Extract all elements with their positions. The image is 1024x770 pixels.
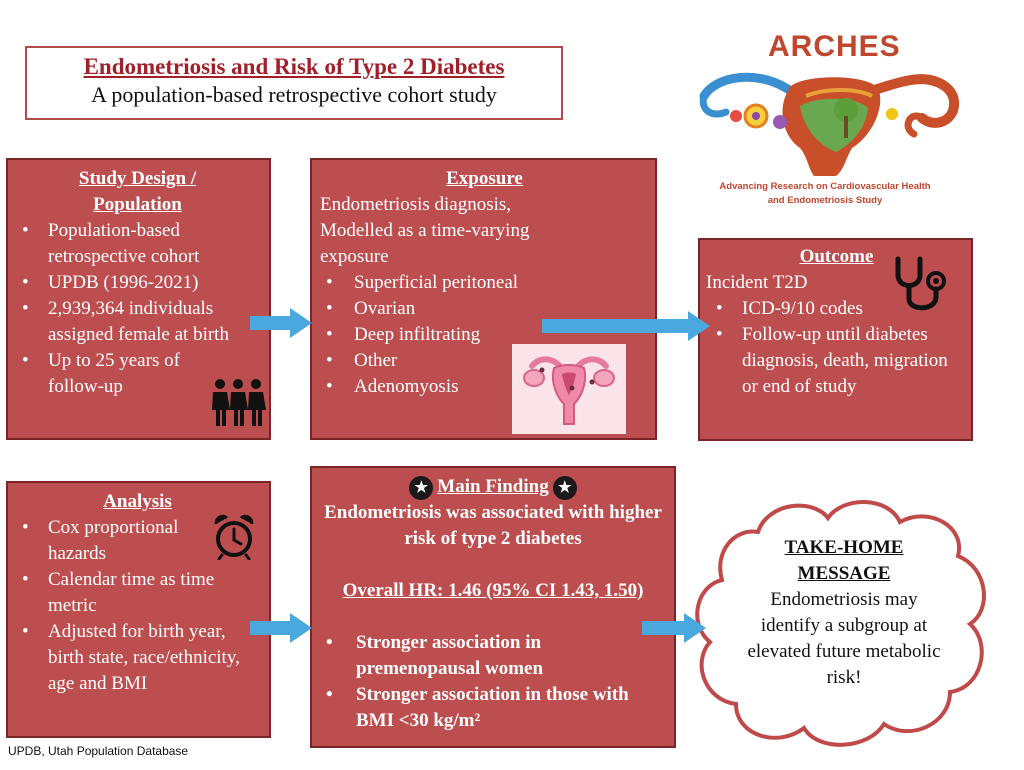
hazard-ratio: Overall HR: 1.46 (95% CI 1.43, 1.50) bbox=[342, 580, 644, 601]
list-item: Deep infiltrating bbox=[320, 322, 649, 348]
list-item: Ovarian bbox=[320, 296, 649, 322]
star-icon: ★ bbox=[552, 475, 577, 500]
exposure-list: Superficial peritoneal Ovarian Deep infi… bbox=[320, 270, 649, 400]
title-box: Endometriosis and Risk of Type 2 Diabete… bbox=[25, 46, 563, 120]
study-design-box: Study Design / Population Population-bas… bbox=[6, 158, 271, 440]
take-home-heading: TAKE-HOME MESSAGE bbox=[740, 535, 948, 587]
list-item: Adenomyosis bbox=[320, 374, 649, 400]
main-finding-box: ★Main Finding★ Endometriosis was associa… bbox=[310, 466, 676, 748]
logo-name: ARCHES bbox=[768, 30, 901, 63]
uterus-icon bbox=[523, 356, 615, 425]
list-item: UPDB (1996-2021) bbox=[10, 270, 265, 296]
main-finding-heading: ★Main Finding★ bbox=[318, 474, 668, 500]
exposure-intro-line1: Endometriosis diagnosis, bbox=[320, 194, 512, 215]
arrow-finding-to-message bbox=[642, 613, 706, 643]
list-item: ICD-9/10 codes bbox=[706, 296, 967, 322]
exposure-intro-line2: Modelled as a time-varying bbox=[320, 220, 530, 241]
study-design-heading-line1: Study Design / bbox=[78, 168, 197, 189]
take-home-heading-line1: TAKE-HOME bbox=[784, 537, 904, 558]
arrow-analysis-to-finding bbox=[250, 613, 312, 643]
arrow-exposure-to-outcome bbox=[542, 311, 710, 341]
stethoscope-icon bbox=[895, 256, 946, 311]
main-finding-list: Stronger association in premenopausal wo… bbox=[318, 630, 668, 734]
star-icon: ★ bbox=[409, 475, 434, 500]
logo-subtitle: Advancing Research on Cardiovascular Hea… bbox=[700, 180, 950, 208]
list-item: Cox proportional hazards bbox=[10, 515, 265, 567]
people-icon bbox=[212, 379, 266, 426]
study-design-heading: Study Design / Population bbox=[10, 166, 265, 218]
outcome-box: Outcome Incident T2D ICD-9/10 codes Foll… bbox=[698, 238, 973, 441]
list-item: Other bbox=[320, 348, 649, 374]
page-title: Endometriosis and Risk of Type 2 Diabete… bbox=[83, 54, 505, 79]
take-home-message: TAKE-HOME MESSAGE Endometriosis may iden… bbox=[740, 535, 948, 691]
study-design-heading-line2: Population bbox=[93, 194, 182, 215]
analysis-heading: Analysis bbox=[103, 491, 172, 512]
arches-logo-icon bbox=[699, 72, 960, 176]
footnote: UPDB, Utah Population Database bbox=[8, 744, 189, 758]
outcome-heading: Outcome bbox=[799, 246, 874, 267]
list-item: Up to 25 years of follow-up bbox=[10, 348, 265, 400]
analysis-list: Cox proportional hazards Calendar time a… bbox=[10, 515, 265, 697]
exposure-heading: Exposure bbox=[446, 168, 523, 189]
outcome-intro: Incident T2D bbox=[706, 272, 808, 293]
take-home-heading-line2: MESSAGE bbox=[797, 563, 891, 584]
take-home-text: Endometriosis may identify a subgroup at… bbox=[747, 589, 941, 688]
page-subtitle: A population-based retrospective cohort … bbox=[91, 82, 497, 107]
list-item: Adjusted for birth year, birth state, ra… bbox=[10, 619, 265, 697]
study-design-list: Population-based retrospective cohort UP… bbox=[10, 218, 265, 400]
arrow-design-to-exposure bbox=[250, 308, 312, 338]
main-finding-statement: Endometriosis was associated with higher… bbox=[324, 502, 662, 549]
exposure-intro: Endometriosis diagnosis, Modelled as a t… bbox=[320, 192, 649, 270]
logo-subtitle-line1: Advancing Research on Cardiovascular Hea… bbox=[719, 181, 931, 192]
list-item: Follow-up until diabetes diagnosis, deat… bbox=[706, 322, 967, 400]
list-item: Stronger association in those with BMI <… bbox=[318, 682, 668, 734]
logo-subtitle-line2: and Endometriosis Study bbox=[767, 195, 883, 206]
alarm-clock-icon bbox=[214, 514, 254, 560]
list-item: Population-based retrospective cohort bbox=[10, 218, 265, 270]
uterus-image bbox=[512, 344, 626, 434]
list-item: Stronger association in premenopausal wo… bbox=[318, 630, 668, 682]
outcome-list: ICD-9/10 codes Follow-up until diabetes … bbox=[706, 296, 967, 400]
take-home-cloud bbox=[695, 500, 986, 747]
exposure-intro-line3: exposure bbox=[320, 246, 389, 267]
main-finding-heading-text: Main Finding bbox=[437, 476, 549, 497]
list-item: Superficial peritoneal bbox=[320, 270, 649, 296]
list-item: 2,939,364 individuals assigned female at… bbox=[10, 296, 265, 348]
list-item: Calendar time as time metric bbox=[10, 567, 265, 619]
